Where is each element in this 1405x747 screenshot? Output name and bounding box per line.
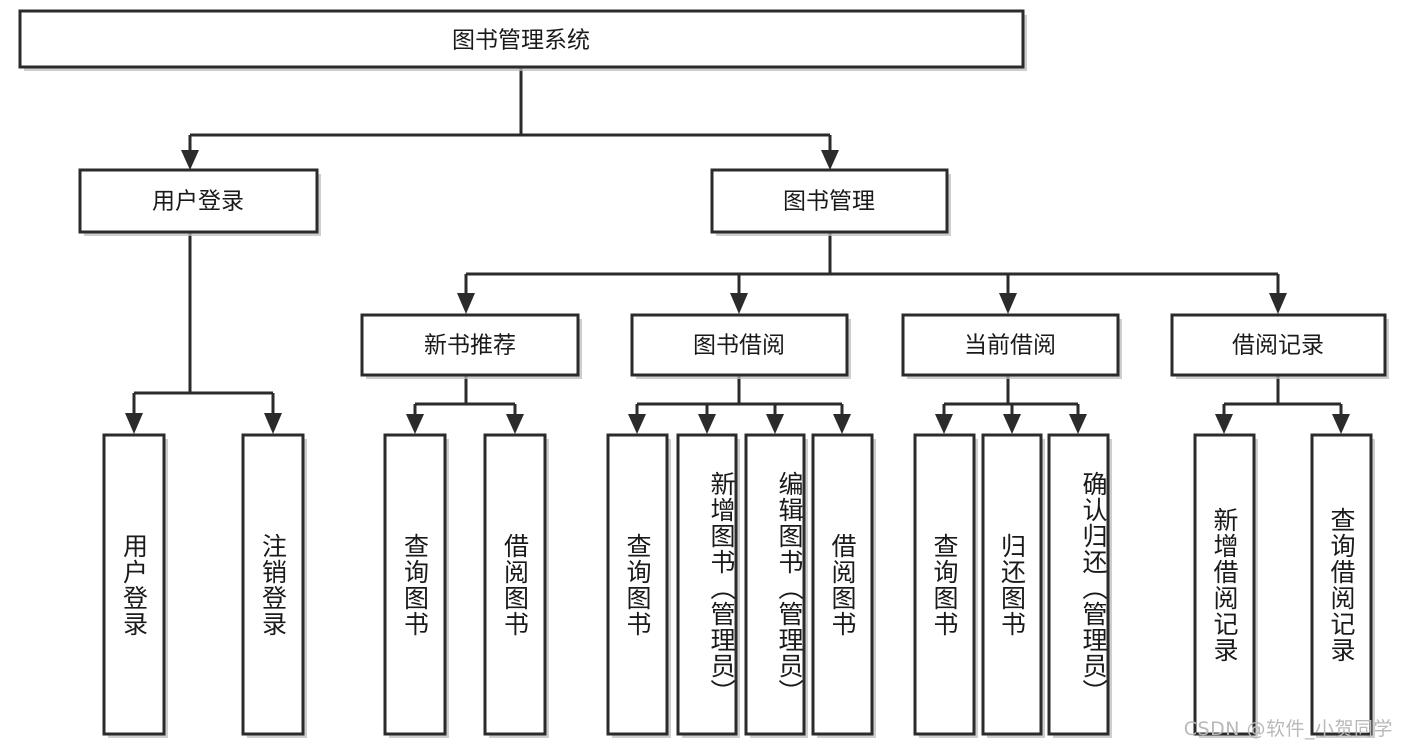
node-new-book-recommend[interactable]: 新书推荐 (360, 313, 582, 379)
arrowhead-leaf-query-book-current (935, 414, 953, 434)
edge-group-book-manage-to-level3 (457, 232, 1287, 314)
node-leaf-user-login[interactable] (102, 433, 168, 738)
arrowhead-leaf-query-borrow-record (1332, 414, 1350, 434)
node-user-login-label: 用户登录 (152, 189, 244, 215)
arrowhead-borrow-record (1269, 293, 1287, 314)
node-leaf-query-borrow-record[interactable] (1310, 433, 1375, 738)
arrowhead-leaf-query-book-borrow (628, 414, 646, 434)
edge-group-root-to-level2 (181, 67, 839, 170)
node-current-borrow-label: 当前借阅 (964, 333, 1056, 359)
arrowhead-leaf-confirm-return-admin (1069, 414, 1087, 434)
node-leaf-borrow-book-recommend[interactable] (483, 433, 549, 738)
arrowhead-book-manage (821, 150, 839, 170)
arrowhead-leaf-add-borrow-record (1215, 414, 1233, 434)
node-current-borrow[interactable]: 当前借阅 (901, 313, 1122, 379)
arrowhead-user-login (181, 150, 199, 170)
node-leaf-borrow-book[interactable] (811, 433, 876, 738)
node-leaf-add-borrow-record[interactable] (1193, 433, 1258, 738)
node-leaf-add-book-admin[interactable] (676, 433, 740, 738)
arrowhead-new-book-recommend (457, 293, 475, 314)
node-root-label: 图书管理系统 (452, 28, 590, 54)
edge-group-new-book-to-leaves (406, 375, 524, 434)
edge-group-borrow-record-to-leaves (1215, 375, 1350, 434)
arrowhead-leaf-add-book-admin (698, 414, 716, 434)
node-leaf-query-book-current[interactable] (913, 433, 978, 738)
node-leaf-query-book-recommend[interactable] (383, 433, 449, 738)
node-leaf-confirm-return-admin[interactable] (1047, 433, 1112, 738)
arrowhead-leaf-return-book (1003, 414, 1021, 434)
node-leaf-logout[interactable] (241, 433, 307, 738)
node-borrow-record[interactable]: 借阅记录 (1170, 313, 1389, 379)
node-leaf-return-book[interactable] (981, 433, 1045, 738)
node-leaf-query-book-borrow[interactable] (606, 433, 671, 738)
arrowhead-current-borrow (999, 293, 1017, 314)
csdn-watermark: CSDN @软件_小贺同学 (1183, 718, 1393, 740)
edge-group-book-borrow-to-leaves (628, 375, 851, 434)
edge-group-user-login-to-leaves (125, 232, 282, 434)
arrowhead-leaf-borrow-book-recommend (506, 414, 524, 434)
node-book-manage-label: 图书管理 (783, 189, 875, 215)
node-book-borrow-label: 图书借阅 (693, 333, 785, 359)
edge-group-current-borrow-to-leaves (935, 375, 1087, 434)
arrowhead-leaf-logout (264, 413, 282, 434)
node-book-borrow[interactable]: 图书借阅 (630, 313, 851, 379)
node-borrow-record-label: 借阅记录 (1232, 333, 1324, 359)
arrowhead-leaf-query-book-recommend (406, 414, 424, 434)
node-user-login[interactable]: 用户登录 (78, 168, 321, 236)
node-leaf-edit-book-admin[interactable] (744, 433, 808, 738)
arrowhead-leaf-borrow-book (833, 414, 851, 434)
node-root[interactable]: 图书管理系统 (18, 9, 1027, 71)
node-book-manage[interactable]: 图书管理 (710, 168, 951, 236)
node-new-book-recommend-label: 新书推荐 (424, 333, 516, 359)
arrowhead-leaf-user-login (125, 413, 143, 434)
arrowhead-book-borrow (730, 293, 748, 314)
arrowhead-leaf-edit-book-admin (766, 414, 784, 434)
